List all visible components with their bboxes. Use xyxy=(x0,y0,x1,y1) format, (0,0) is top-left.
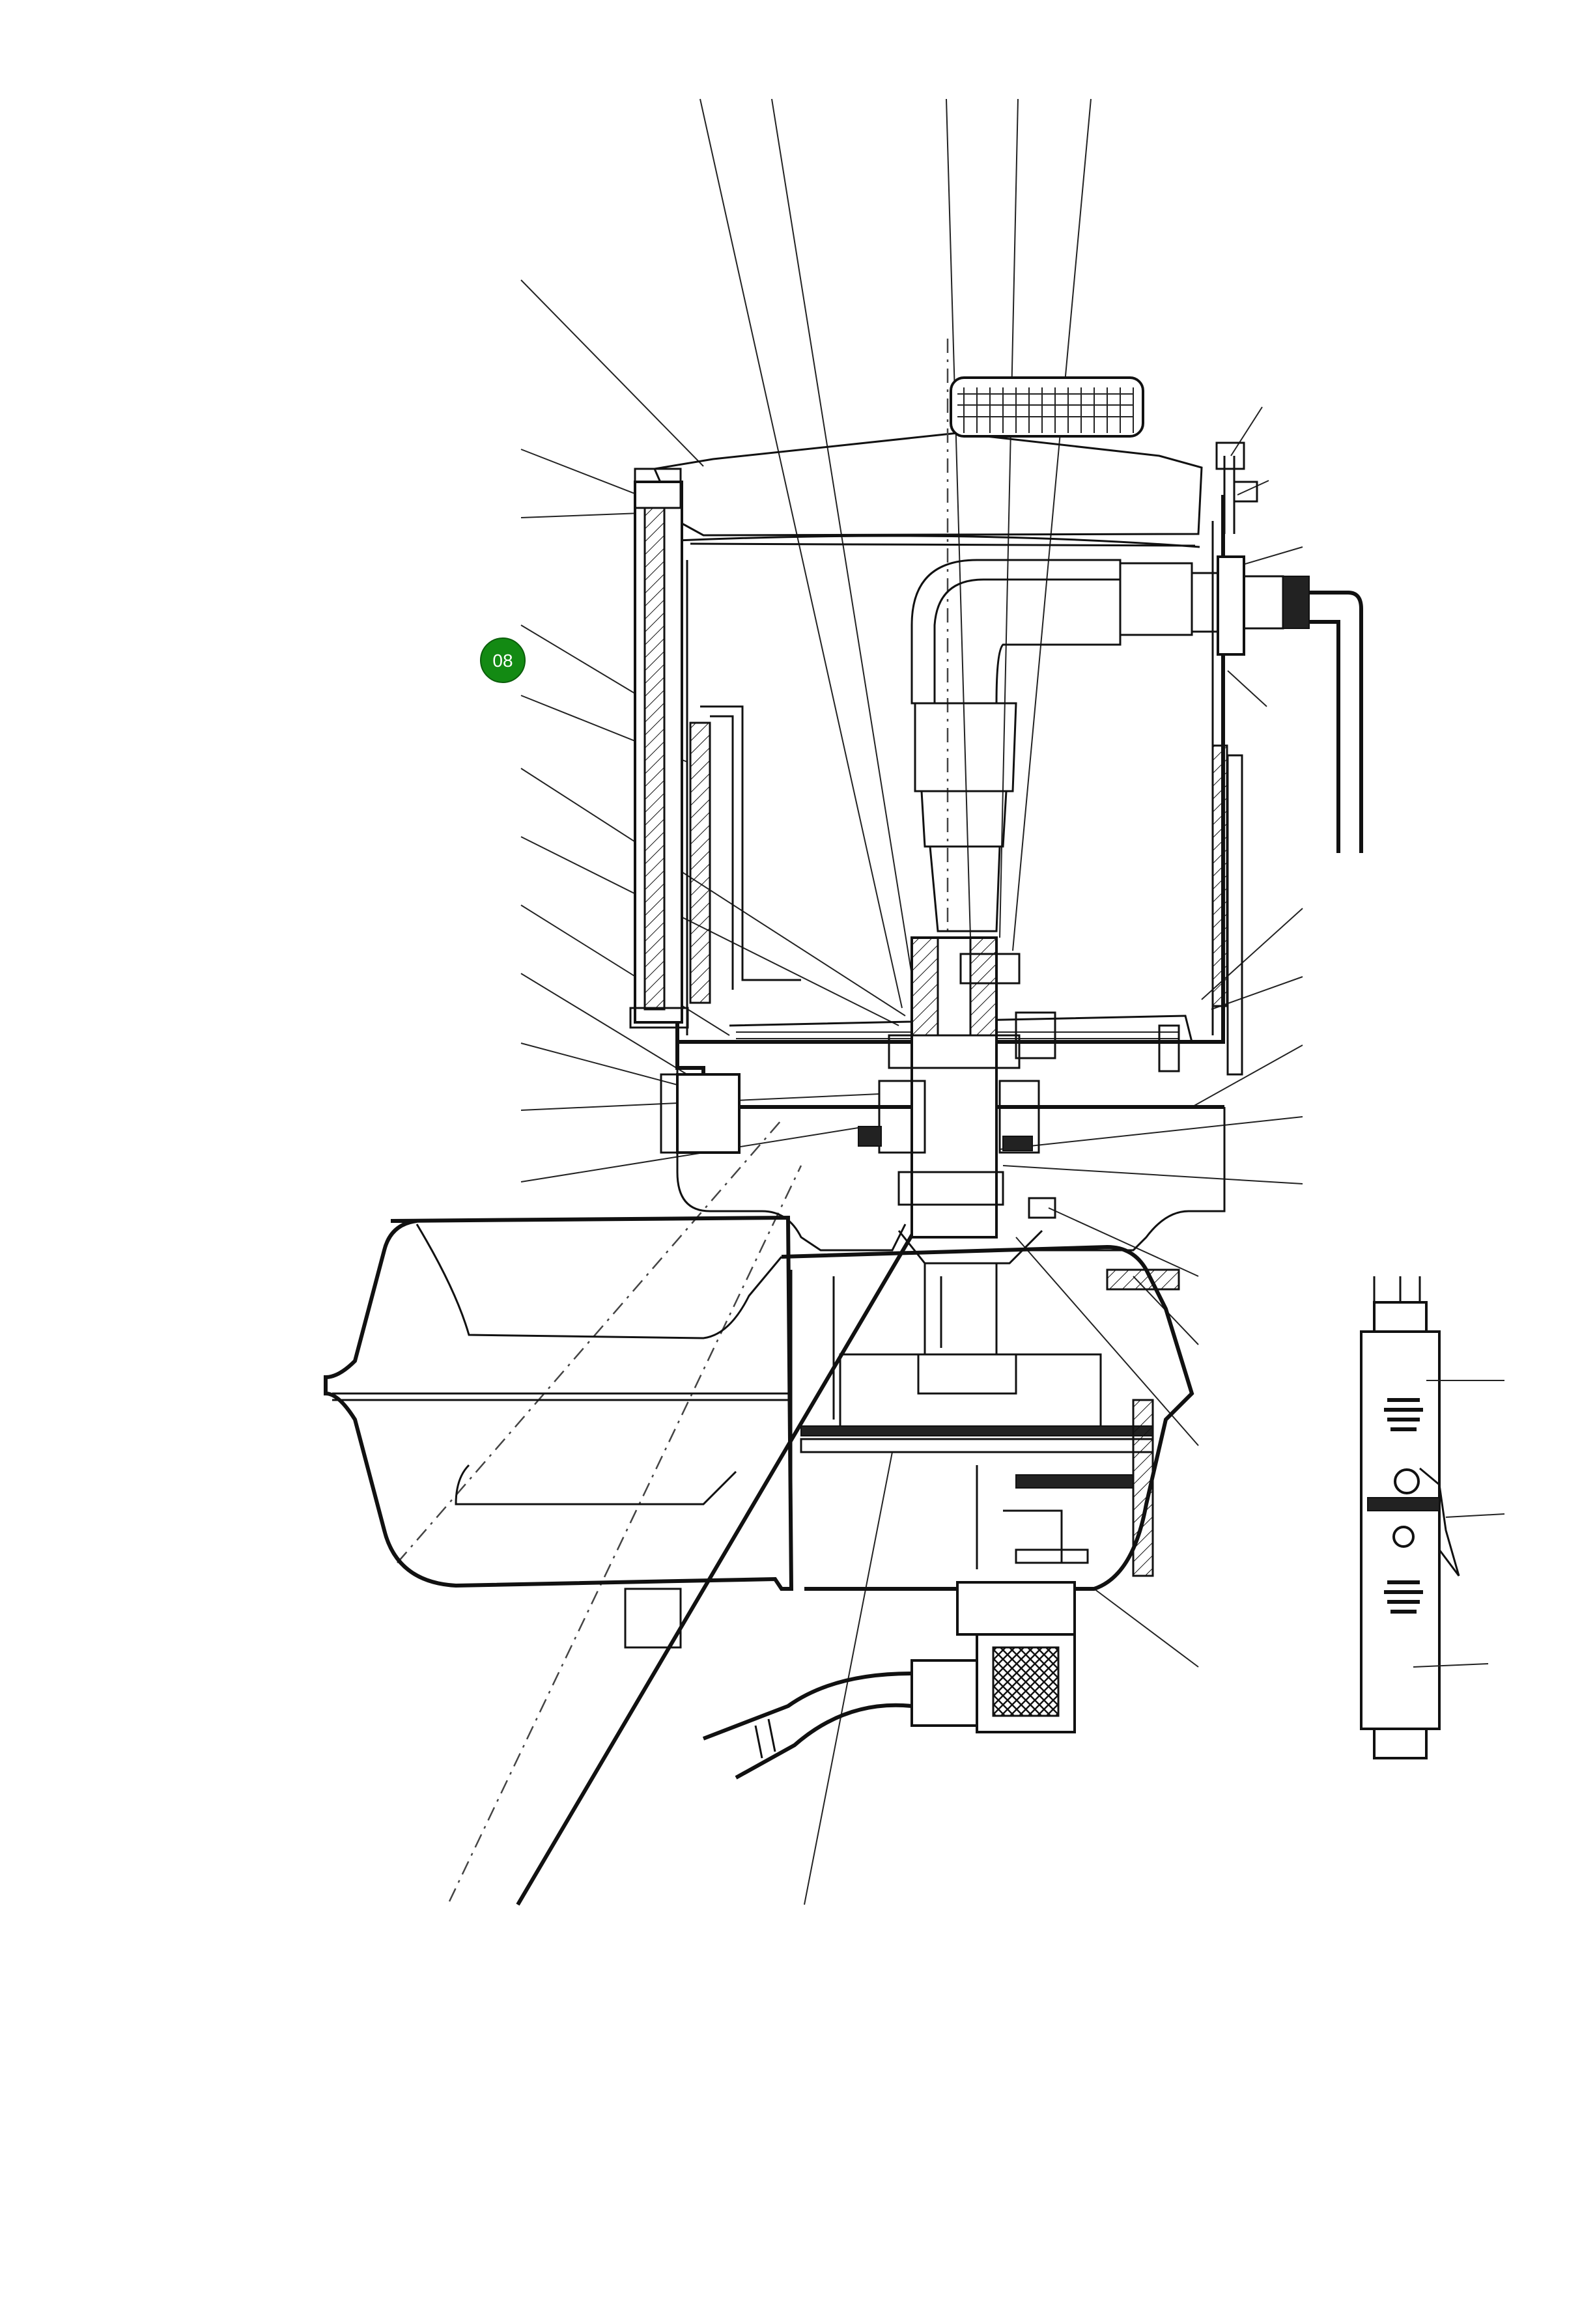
leader-lines-top xyxy=(397,98,1303,1906)
base-tank xyxy=(324,1215,1076,1780)
pump-housing xyxy=(660,936,1226,1252)
motor-housing xyxy=(781,1229,1194,1591)
callout-08-label: 08 xyxy=(492,651,513,671)
callout-08-marker[interactable]: 08 xyxy=(480,637,526,683)
callout-08-circle[interactable] xyxy=(480,637,526,683)
reservoir-body xyxy=(629,441,1363,1076)
valve-detail xyxy=(1360,1276,1505,1759)
reservoir-lid xyxy=(653,339,1203,957)
